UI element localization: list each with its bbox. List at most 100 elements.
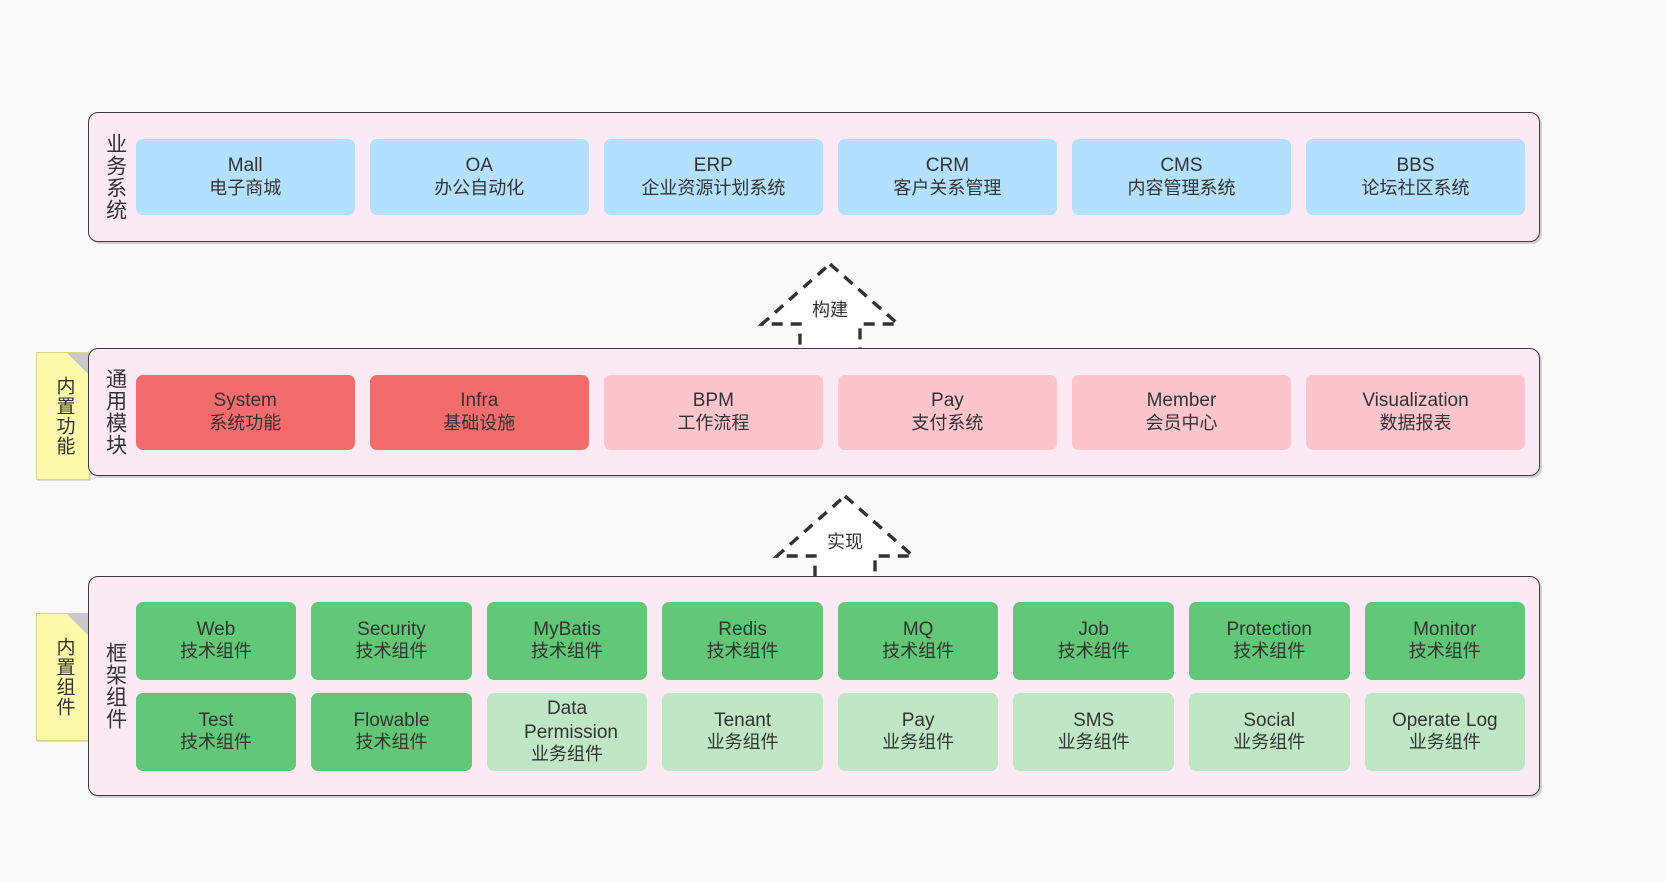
layer-business-systems: 业务系统 Mall 电子商城 OA 办公自动化 ERP 企业资源计划系统 CRM	[88, 112, 1540, 242]
card-mybatis-name: MyBatis	[533, 618, 601, 640]
common-card-row: System 系统功能 Infra 基础设施 BPM 工作流程 Pay 支付系统…	[135, 374, 1526, 450]
note-builtin-components-text: 内置组件	[53, 637, 75, 717]
card-mall-sub: 电子商城	[209, 177, 282, 198]
card-monitor-sub: 技术组件	[1408, 641, 1481, 662]
card-bpm-sub: 工作流程	[677, 412, 750, 433]
card-bpm-name: BPM	[692, 390, 734, 412]
card-mybatis-sub: 技术组件	[531, 641, 604, 662]
card-flowable-sub: 技术组件	[355, 732, 428, 753]
card-security[interactable]: Security 技术组件	[311, 601, 472, 680]
card-web-name: Web	[196, 618, 236, 640]
card-crm-name: CRM	[925, 155, 970, 177]
card-monitor[interactable]: Monitor 技术组件	[1364, 601, 1526, 680]
note-builtin-features-text: 内置功能	[53, 376, 75, 456]
card-test[interactable]: Test 技术组件	[135, 692, 297, 771]
card-security-name: Security	[357, 618, 426, 640]
card-test-name: Test	[198, 709, 234, 731]
card-crm[interactable]: CRM 客户关系管理	[837, 139, 1057, 215]
card-visualization[interactable]: Visualization 数据报表	[1305, 374, 1526, 450]
layer-common-modules-body: System 系统功能 Infra 基础设施 BPM 工作流程 Pay 支付系统…	[132, 374, 1539, 450]
note-fold-corner-icon	[67, 353, 89, 375]
card-web[interactable]: Web 技术组件	[135, 601, 297, 680]
card-member[interactable]: Member 会员中心	[1071, 374, 1291, 450]
connector-build: 构建	[750, 258, 910, 354]
card-bbs[interactable]: BBS 论坛社区系统	[1305, 139, 1526, 215]
card-social[interactable]: Social 业务组件	[1188, 692, 1350, 771]
card-member-sub: 会员中心	[1145, 412, 1218, 433]
card-cms-name: CMS	[1160, 155, 1203, 177]
note-builtin-components: 内置组件	[36, 613, 90, 741]
card-data-permission[interactable]: Data Permission 业务组件	[486, 692, 648, 771]
card-mq-sub: 技术组件	[882, 641, 955, 662]
layer-framework-components: 框架组件 Web 技术组件 Security 技术组件 MyBatis 技术组件…	[88, 576, 1540, 796]
connector-implement-arrow-icon	[772, 493, 918, 586]
card-infra-name: Infra	[460, 390, 499, 412]
layer-business-systems-title: 业务系统	[103, 133, 127, 221]
card-bbs-name: BBS	[1396, 155, 1435, 177]
card-flowable-name: Flowable	[353, 709, 430, 731]
card-flowable[interactable]: Flowable 技术组件	[311, 692, 472, 771]
card-system[interactable]: System 系统功能	[135, 374, 355, 450]
card-tenant[interactable]: Tenant 业务组件	[662, 692, 823, 771]
connector-build-label: 构建	[812, 300, 848, 320]
framework-card-row-2: Test 技术组件 Flowable 技术组件 Data Permission …	[135, 692, 1526, 771]
card-erp[interactable]: ERP 企业资源计划系统	[603, 139, 823, 215]
card-mq[interactable]: MQ 技术组件	[837, 601, 999, 680]
card-pay-module[interactable]: Pay 支付系统	[837, 374, 1057, 450]
layer-common-modules-title: 通用模块	[103, 368, 127, 456]
card-redis-name: Redis	[718, 618, 767, 640]
card-pay-module-name: Pay	[931, 390, 964, 412]
card-tenant-name: Tenant	[714, 709, 772, 731]
card-social-name: Social	[1243, 709, 1296, 731]
card-sms[interactable]: SMS 业务组件	[1013, 692, 1174, 771]
card-cms[interactable]: CMS 内容管理系统	[1071, 139, 1291, 215]
card-oa[interactable]: OA 办公自动化	[369, 139, 589, 215]
card-erp-name: ERP	[693, 155, 733, 177]
card-member-name: Member	[1146, 390, 1217, 412]
connector-implement: 实现	[765, 490, 925, 586]
card-data-permission-sub: 业务组件	[531, 743, 604, 764]
card-system-name: System	[213, 390, 277, 412]
card-bbs-sub: 论坛社区系统	[1361, 177, 1470, 198]
card-operate-log-sub: 业务组件	[1408, 732, 1481, 753]
card-redis[interactable]: Redis 技术组件	[662, 601, 823, 680]
card-visualization-sub: 数据报表	[1379, 412, 1452, 433]
card-operate-log-name: Operate Log	[1391, 709, 1498, 731]
connector-build-arrow-icon	[757, 261, 903, 354]
card-visualization-name: Visualization	[1362, 390, 1469, 412]
connector-implement-label: 实现	[827, 532, 863, 552]
card-crm-sub: 客户关系管理	[893, 177, 1002, 198]
framework-card-row-1: Web 技术组件 Security 技术组件 MyBatis 技术组件 Redi…	[135, 601, 1526, 680]
card-mybatis[interactable]: MyBatis 技术组件	[486, 601, 648, 680]
card-system-sub: 系统功能	[209, 412, 282, 433]
card-data-permission-name: Data Permission	[524, 698, 619, 743]
card-job[interactable]: Job 技术组件	[1013, 601, 1174, 680]
card-sms-name: SMS	[1073, 709, 1115, 731]
layer-framework-components-body: Web 技术组件 Security 技术组件 MyBatis 技术组件 Redi…	[132, 601, 1539, 771]
card-test-sub: 技术组件	[179, 732, 252, 753]
card-pay-component[interactable]: Pay 业务组件	[837, 692, 999, 771]
card-social-sub: 业务组件	[1233, 732, 1306, 753]
note-fold-corner-icon	[67, 614, 89, 636]
card-oa-name: OA	[465, 155, 493, 177]
card-operate-log[interactable]: Operate Log 业务组件	[1364, 692, 1526, 771]
card-web-sub: 技术组件	[179, 641, 252, 662]
card-cms-sub: 内容管理系统	[1127, 177, 1236, 198]
card-bpm[interactable]: BPM 工作流程	[603, 374, 823, 450]
card-job-name: Job	[1078, 618, 1109, 640]
card-mall-name: Mall	[227, 155, 263, 177]
layer-business-systems-body: Mall 电子商城 OA 办公自动化 ERP 企业资源计划系统 CRM 客户关系…	[132, 139, 1539, 215]
card-erp-sub: 企业资源计划系统	[641, 177, 786, 198]
card-infra-sub: 基础设施	[443, 412, 516, 433]
business-card-row: Mall 电子商城 OA 办公自动化 ERP 企业资源计划系统 CRM 客户关系…	[135, 139, 1526, 215]
layer-framework-components-title: 框架组件	[103, 642, 127, 730]
card-oa-sub: 办公自动化	[434, 177, 525, 198]
card-mall[interactable]: Mall 电子商城	[135, 139, 355, 215]
card-protection[interactable]: Protection 技术组件	[1188, 601, 1350, 680]
card-monitor-name: Monitor	[1413, 618, 1477, 640]
card-sms-sub: 业务组件	[1057, 732, 1130, 753]
card-infra[interactable]: Infra 基础设施	[369, 374, 589, 450]
card-protection-name: Protection	[1226, 618, 1312, 640]
card-redis-sub: 技术组件	[706, 641, 779, 662]
